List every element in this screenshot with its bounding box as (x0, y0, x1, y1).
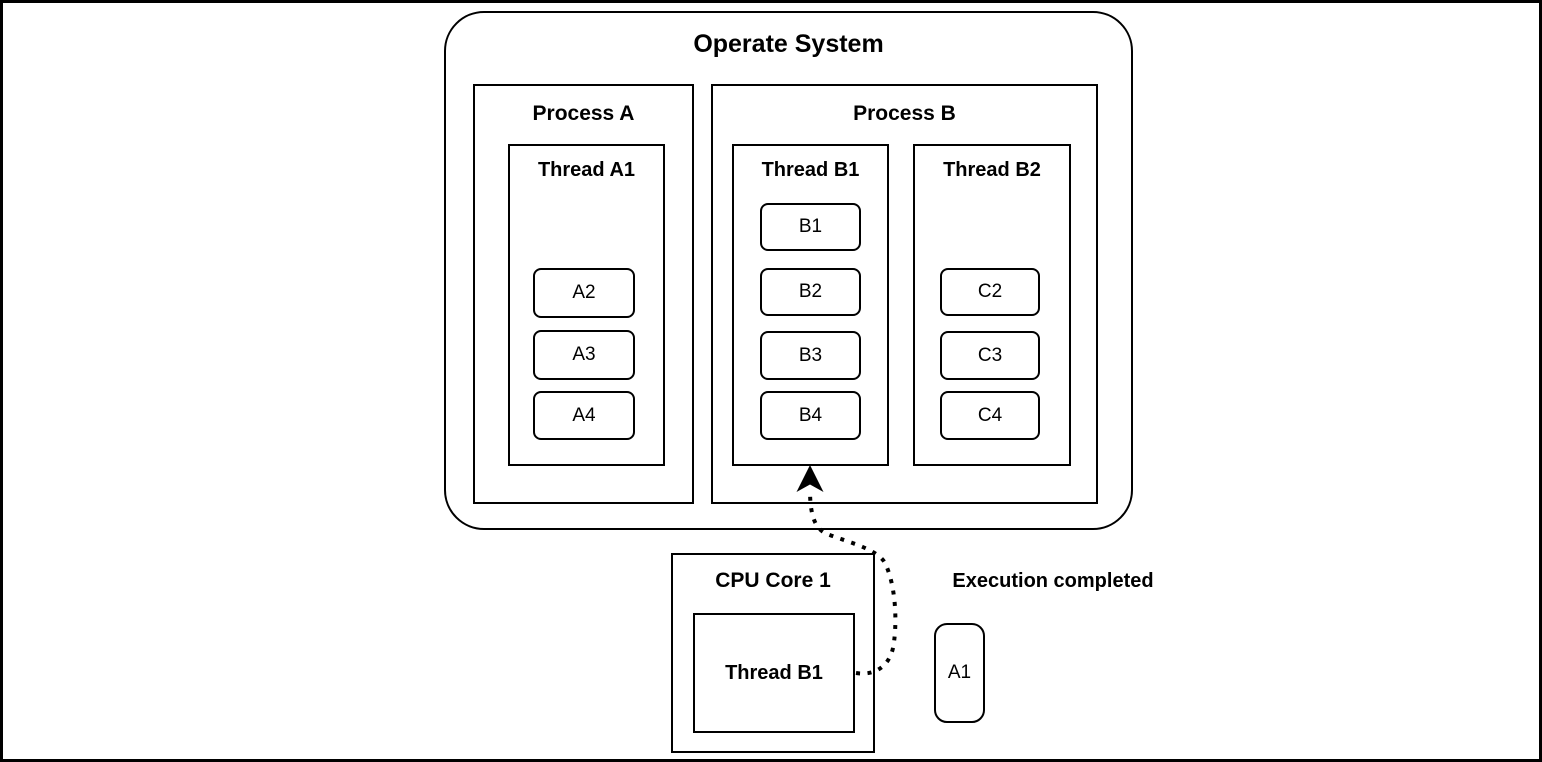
cpu-running-thread-label: Thread B1 (725, 661, 823, 684)
task-c4: C4 (940, 391, 1040, 440)
execution-completed-label: Execution completed (952, 570, 1154, 592)
task-b3: B3 (760, 331, 861, 380)
task-b4: B4 (760, 391, 861, 440)
operate-system-title: Operate System (693, 30, 884, 58)
task-c2: C2 (940, 268, 1040, 316)
task-a3: A3 (533, 330, 635, 380)
thread-a1-title: Thread A1 (537, 159, 636, 181)
task-b2: B2 (760, 268, 861, 316)
process-b-title: Process B (853, 102, 956, 125)
thread-b1-title: Thread B1 (761, 159, 860, 181)
thread-b2-title: Thread B2 (943, 159, 1041, 181)
task-c3: C3 (940, 331, 1040, 380)
process-a-title: Process A (532, 102, 635, 125)
task-a2: A2 (533, 268, 635, 318)
cpu-core-title: CPU Core 1 (715, 569, 831, 592)
completed-task-a1: A1 (934, 623, 985, 723)
task-b1: B1 (760, 203, 861, 251)
cpu-running-thread-box: Thread B1 (693, 613, 855, 733)
task-a4: A4 (533, 391, 635, 440)
